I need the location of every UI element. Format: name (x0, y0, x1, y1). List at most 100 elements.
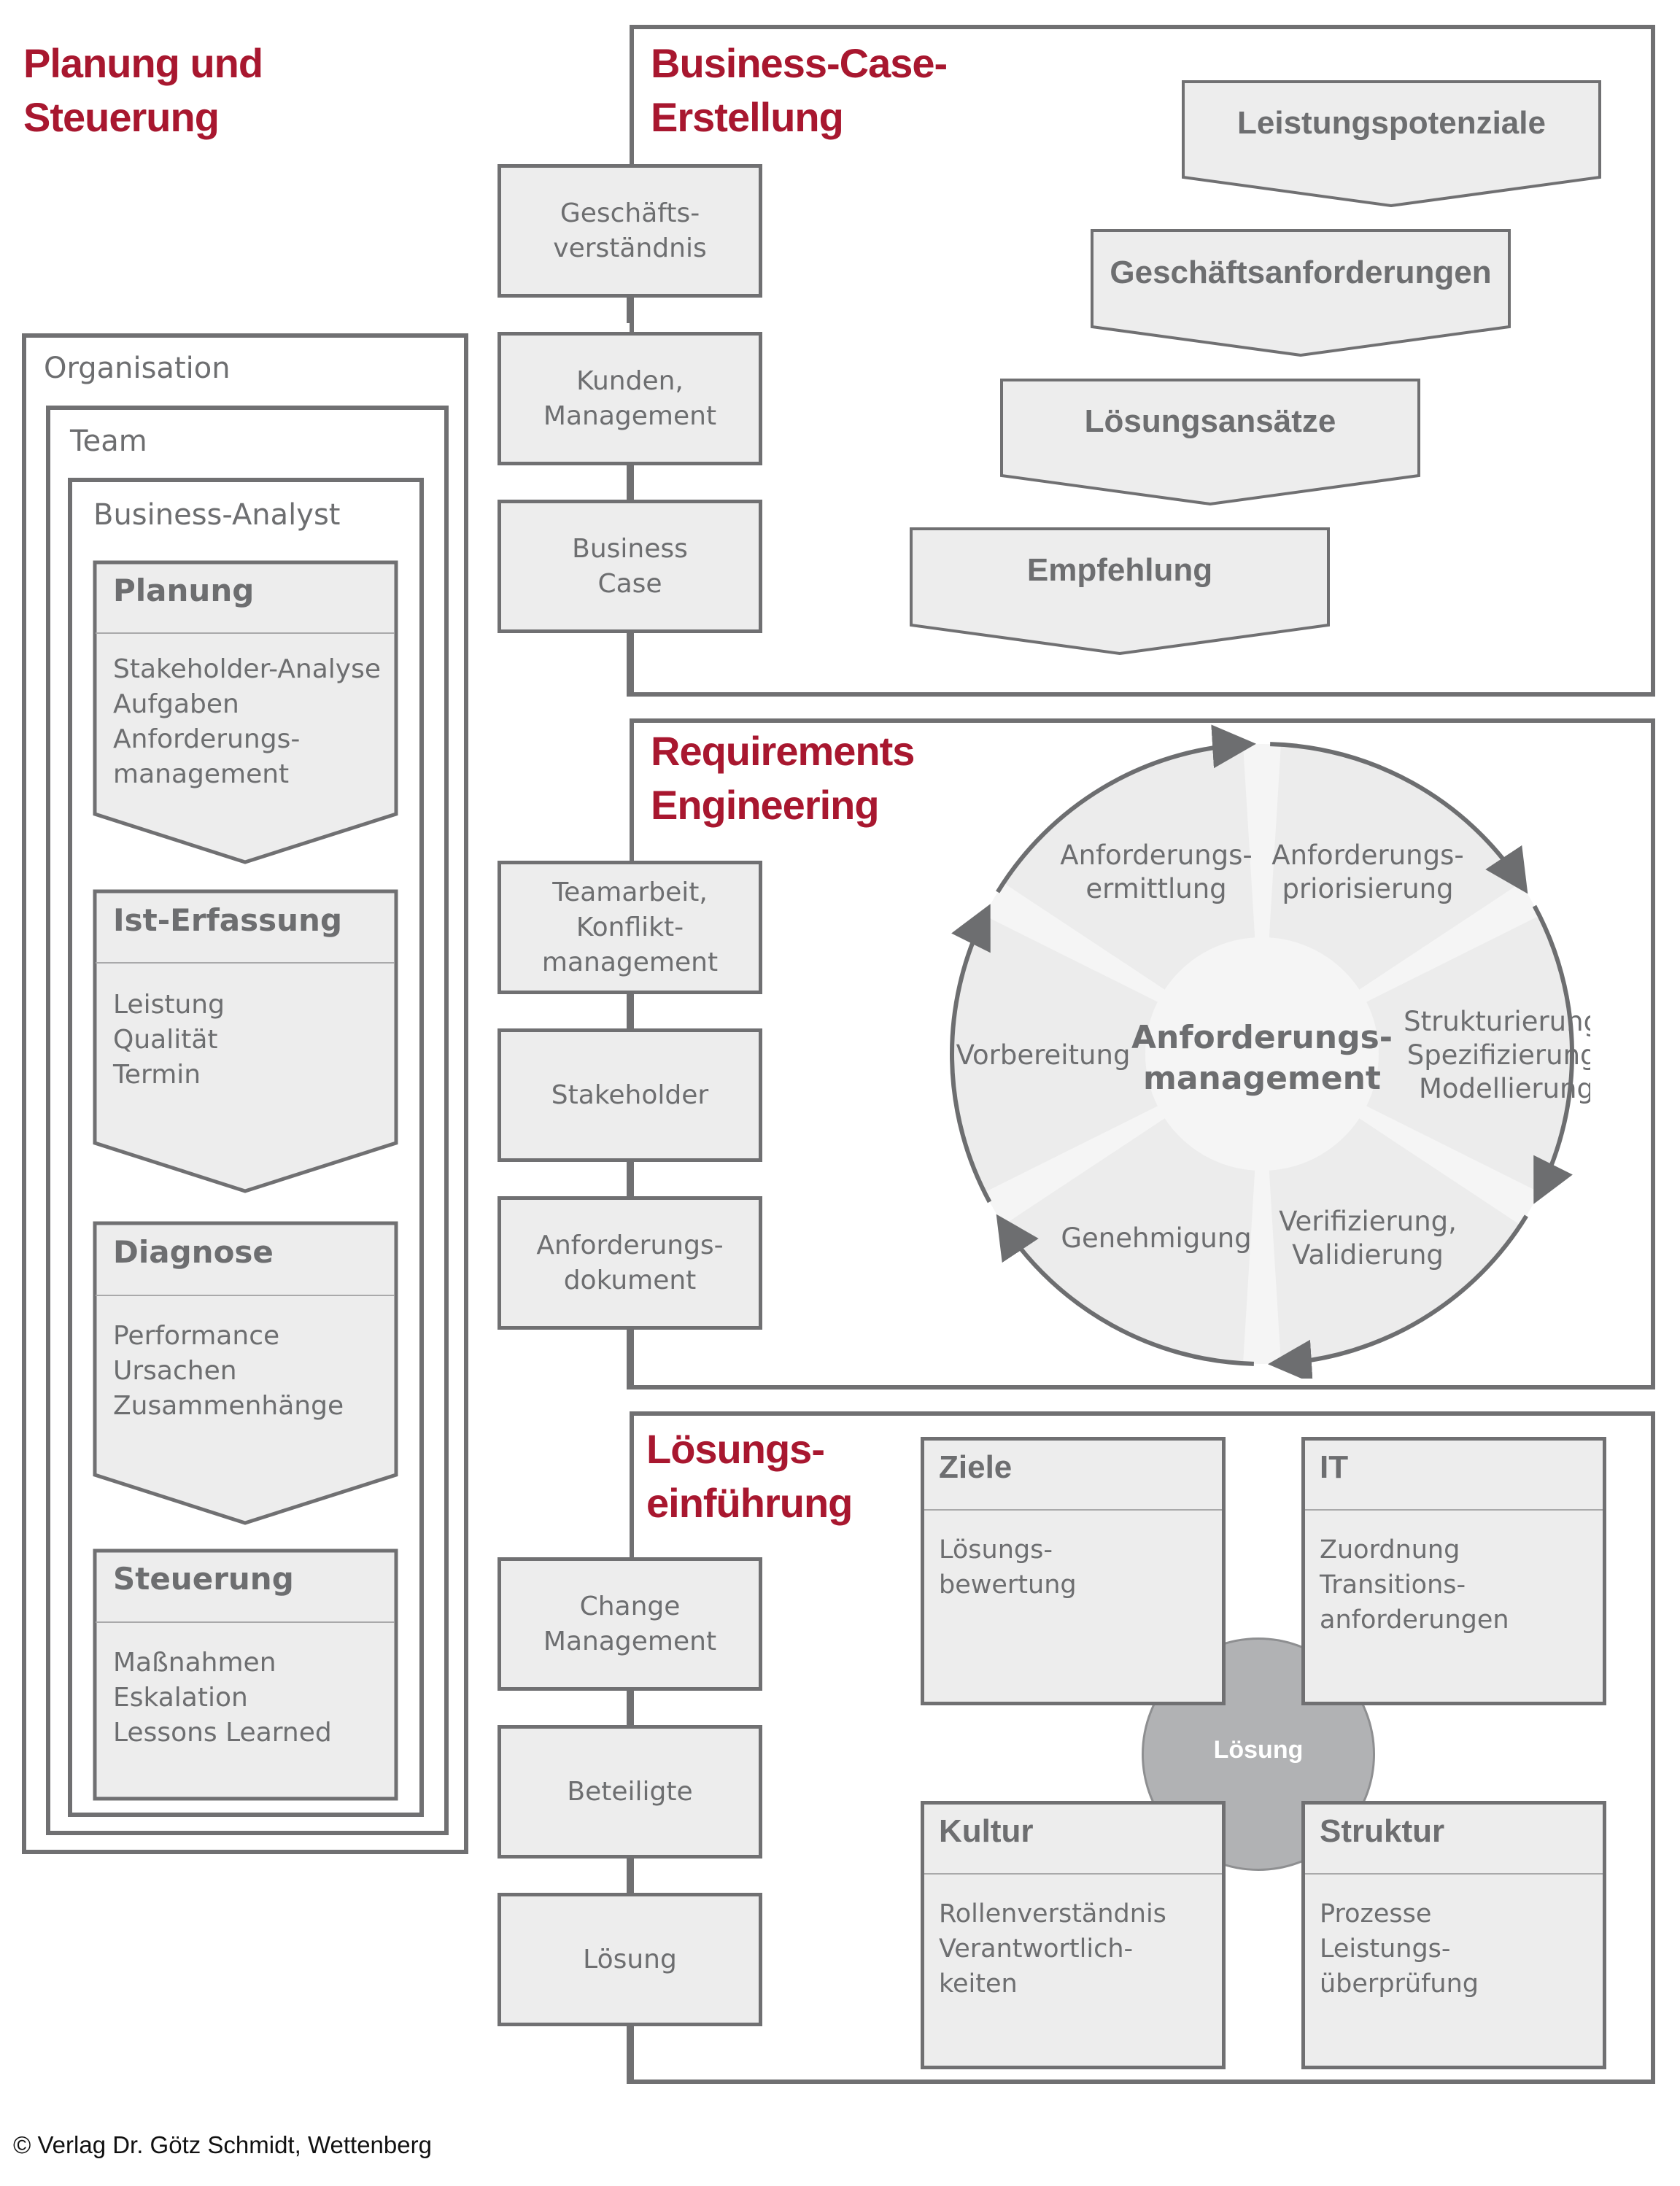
bc-stage-1-shape (1182, 80, 1601, 208)
phase-planung-shape (93, 560, 398, 864)
cycle-sector (1269, 745, 1520, 990)
re-step-anforderungsdokument: Anforderungs- dokument (498, 1196, 762, 1330)
connector-line (627, 1160, 631, 1196)
sol-step-beteiligte: Beteiligte (498, 1725, 762, 1859)
cycle-sector (953, 916, 1158, 1192)
requirements-title-line1: Requirements (651, 728, 915, 774)
planning-title-line2: Steuerung (23, 94, 220, 140)
solution-title-line2: einführung (646, 1480, 853, 1526)
bc-stage-leistungspotenziale: Leistungspotenziale (1237, 105, 1546, 141)
quadrant-divider (924, 1509, 1222, 1511)
re-step-teamarbeit: Teamarbeit, Konflikt- management (498, 861, 762, 994)
cycle-arrow (950, 904, 992, 1204)
quadrant-it-items: Zuordnung Transitions- anforderungen (1320, 1535, 1509, 1635)
quadrant-it-title: IT (1320, 1449, 1349, 1485)
phase-steuerung-items: Maßnahmen Eskalation Lessons Learned (113, 1648, 332, 1748)
organisation-frame (22, 333, 468, 1854)
quadrant-divider (1305, 1873, 1603, 1875)
bc-step-geschaeftsverstaendnis: Geschäfts- verständnis (498, 164, 762, 298)
cycle-arrow (1532, 904, 1574, 1204)
cycle-center-label-2: management (1143, 1060, 1381, 1097)
bc-step-business-case: Business Case (498, 500, 762, 633)
bc-stage-shapes (910, 80, 1601, 656)
quadrant-kultur: Kultur Rollenverständnis Verantwortlich-… (921, 1801, 1226, 2069)
planning-title-line1: Planung und (23, 40, 263, 86)
business-analyst-label: Business-Analyst (93, 498, 341, 532)
phase-diagnose-shape (93, 1221, 398, 1525)
connector-line (627, 1856, 631, 1894)
cycle-step-label: Vorbereitung (956, 1039, 1131, 1071)
quadrant-ziele: Ziele Lösungs- bewertung (921, 1437, 1226, 1705)
cycle-arrow (1267, 1214, 1528, 1379)
cycle-center-label-1: Anforderungs- (1131, 1019, 1393, 1056)
quadrant-kultur-title: Kultur (939, 1813, 1034, 1849)
bc-step-kunden-management: Kunden, Management (498, 332, 762, 465)
requirements-title: Requirements Engineering (651, 724, 915, 832)
cycle-sector (1269, 1118, 1520, 1363)
phase-diagnose-items: Performance Ursachen Zusammenhänge (113, 1321, 344, 1421)
cycle-step-label: Anforderungs- (1271, 840, 1463, 871)
quadrant-it: IT Zuordnung Transitions- anforderungen (1301, 1437, 1606, 1705)
bc-stage-geschaeftsanforderungen: Geschäftsanforderungen (1110, 255, 1492, 290)
connector-line (627, 295, 631, 323)
cycle-step-label: Genehmigung (1061, 1222, 1251, 1254)
requirements-title-line2: Engineering (651, 782, 880, 828)
cycle-arrow (996, 724, 1257, 894)
cycle-step-label: Strukturierung, (1404, 1006, 1590, 1037)
business-case-title-line1: Business-Case- (651, 40, 948, 86)
bc-stage-empfehlung: Empfehlung (1026, 552, 1213, 588)
solution-title: Lösungs- einführung (646, 1422, 853, 1530)
phase-ist-erfassung-items: Leistung Qualität Termin (113, 990, 225, 1090)
cycle-center (1149, 941, 1375, 1167)
sol-step-change-management: Change Management (498, 1557, 762, 1691)
cycle-sector (1004, 745, 1255, 990)
quadrant-divider (924, 1873, 1222, 1875)
quadrant-ziele-items: Lösungs- bewertung (939, 1535, 1077, 1600)
cycle-step-label: Modellierung (1419, 1073, 1590, 1104)
quadrant-struktur-title: Struktur (1320, 1813, 1445, 1849)
quadrant-kultur-items: Rollenverständnis Verantwortlich- keiten (939, 1899, 1166, 1999)
cycle-step-label: Verifizierung, (1279, 1206, 1457, 1237)
connector-line (627, 463, 631, 503)
quadrant-ziele-title: Ziele (939, 1449, 1013, 1485)
connector-line (627, 631, 631, 697)
phase-planung-items: Stakeholder-Analyse Aufgaben Anforderung… (113, 654, 381, 789)
quadrant-divider (1305, 1509, 1603, 1511)
cycle-sector (1004, 1118, 1255, 1363)
bc-stage-4-shape (910, 527, 1330, 656)
phase-shapes (93, 560, 398, 1801)
phase-ist-erfassung-shape (93, 889, 398, 1193)
team-frame (46, 406, 449, 1835)
cycle-step-label: priorisierung (1282, 873, 1453, 904)
connector-line (627, 1689, 631, 1725)
bc-stage-loesungsansaetze: Lösungsansätze (1084, 403, 1336, 439)
cycle-step-label: ermittlung (1085, 873, 1226, 904)
connector-line (627, 992, 631, 1028)
phase-steuerung-shape (93, 1549, 398, 1801)
business-case-title: Business-Case- Erstellung (651, 36, 948, 144)
connector-line (627, 1328, 631, 1389)
quadrant-struktur-items: Prozesse Leistungs- überprüfung (1320, 1899, 1479, 1999)
cycle-arrow (996, 1214, 1254, 1366)
re-step-stakeholder: Stakeholder (498, 1028, 762, 1162)
organisation-label: Organisation (44, 352, 231, 385)
business-analyst-frame (68, 478, 424, 1817)
sol-step-loesung: Lösung (498, 1893, 762, 2026)
planning-title: Planung und Steuerung (23, 36, 263, 144)
business-case-title-line2: Erstellung (651, 94, 844, 140)
phase-ist-erfassung-title: Ist-Erfassung (113, 902, 343, 938)
requirements-cycle: Anforderungs-management Anforderungs-prio… (950, 724, 1590, 1379)
connector-line (627, 2024, 631, 2084)
cycle-step-label: Spezifizierung, (1407, 1039, 1590, 1071)
phase-steuerung-title: Steuerung (113, 1561, 294, 1597)
bc-stage-3-shape (1000, 379, 1420, 506)
phase-planung-title: Planung (113, 573, 255, 608)
bc-stage-2-shape (1091, 229, 1511, 357)
solution-title-line1: Lösungs- (646, 1426, 825, 1472)
cycle-step-label: Anforderungs- (1060, 840, 1252, 871)
cycle-sector (1366, 916, 1571, 1192)
team-label: Team (70, 425, 147, 458)
solution-center-label: Lösung (1213, 1736, 1304, 1764)
cycle-arrow (1270, 742, 1528, 894)
quadrant-struktur: Struktur Prozesse Leistungs- überprüfung (1301, 1801, 1606, 2069)
